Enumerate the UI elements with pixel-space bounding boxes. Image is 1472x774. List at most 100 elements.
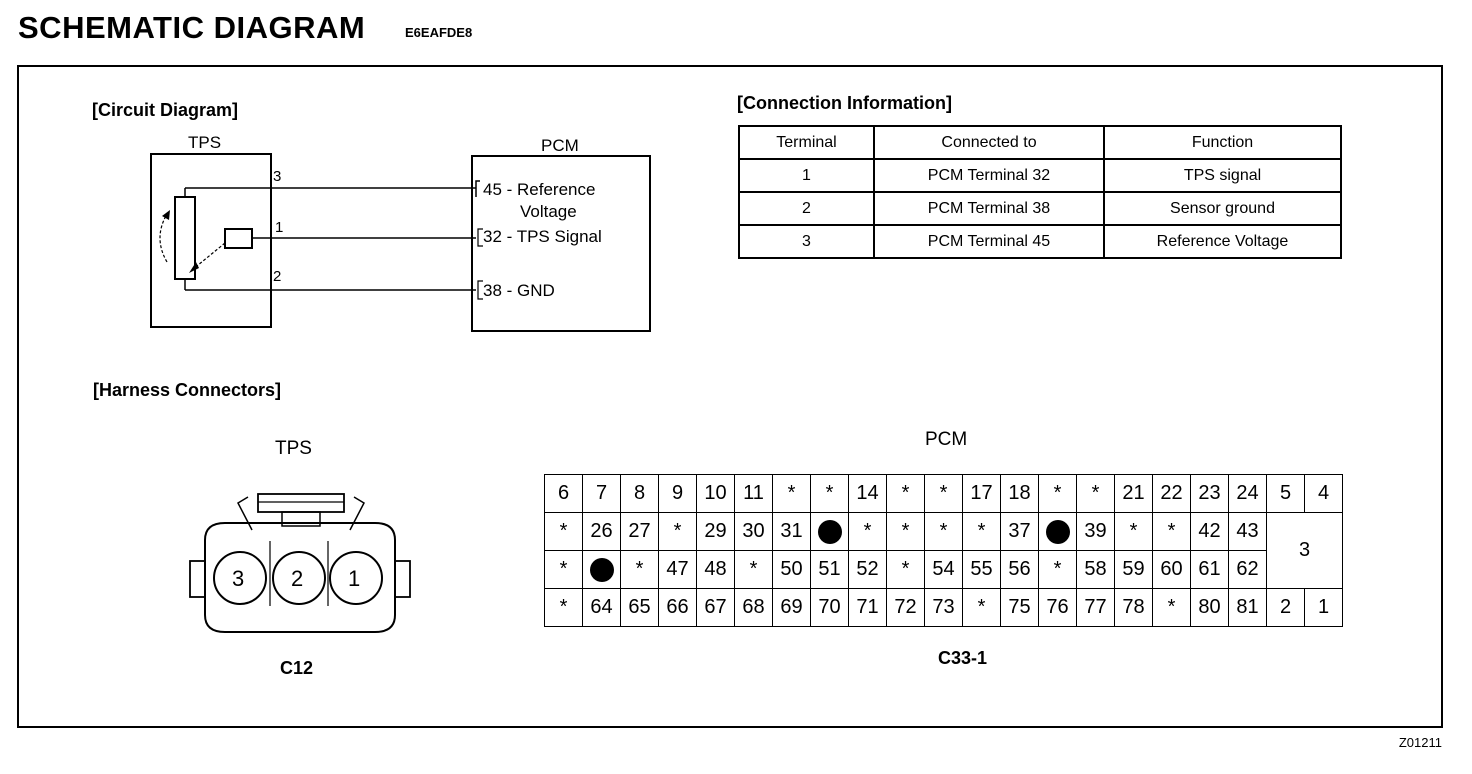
unused-pin-cell: * — [962, 588, 1001, 627]
pin-cell: 58 — [1076, 550, 1115, 589]
pcm-connector-id: C33-1 — [938, 648, 988, 668]
pin-cell: 68 — [734, 588, 773, 627]
pin-cell: 52 — [848, 550, 887, 589]
pin-cell: 24 — [1228, 474, 1267, 513]
pin-cell: 64 — [582, 588, 621, 627]
unused-pin-cell: * — [1038, 474, 1077, 513]
tps-connector-latch — [257, 493, 345, 513]
pin-cell: 26 — [582, 512, 621, 551]
pin-cell: 37 — [1000, 512, 1039, 551]
pin-cell: 61 — [1190, 550, 1229, 589]
unused-pin-cell: * — [1152, 588, 1191, 627]
unused-pin-cell: * — [810, 474, 849, 513]
pcm-pin-45-label: 45 - Reference — [483, 180, 596, 199]
tps-label: TPS — [188, 133, 222, 152]
pin-cell: 43 — [1228, 512, 1267, 551]
pcm-pin-32-label: 32 - TPS Signal — [483, 227, 602, 246]
pin-cell: 76 — [1038, 588, 1077, 627]
pcm-connector-label: PCM — [925, 429, 968, 450]
pin-cell: 50 — [772, 550, 811, 589]
pin-cell: 5 — [1266, 474, 1305, 513]
table-cell: 2 — [738, 191, 875, 226]
unused-pin-cell: * — [848, 512, 887, 551]
unused-pin-cell: * — [1038, 550, 1077, 589]
header-terminal: Terminal — [738, 125, 875, 160]
pin-cell: 78 — [1114, 588, 1153, 627]
pcm-label: PCM — [541, 136, 579, 155]
pin-cell: 80 — [1190, 588, 1229, 627]
unused-pin-cell: * — [924, 512, 963, 551]
tps-connector-label: TPS — [275, 438, 312, 459]
pin-cell: 10 — [696, 474, 735, 513]
pin-cell: 27 — [620, 512, 659, 551]
table-cell: PCM Terminal 32 — [873, 158, 1105, 193]
pin-cell: 30 — [734, 512, 773, 551]
pin-cell: 2 — [1266, 588, 1305, 627]
unused-pin-cell: * — [544, 588, 583, 627]
pin-cell: 6 — [544, 474, 583, 513]
tps-pin-3-number: 3 — [232, 566, 245, 591]
table-row: 2 PCM Terminal 38 Sensor ground — [738, 191, 1342, 226]
pin-cell: 73 — [924, 588, 963, 627]
pin-cell: 4 — [1304, 474, 1343, 513]
table-header-row: Terminal Connected to Function — [738, 125, 1342, 160]
wiper-arrow — [189, 262, 199, 273]
pin-cell: 1 — [1304, 588, 1343, 627]
tps-connector-id: C12 — [280, 658, 314, 678]
pin-cell: 22 — [1152, 474, 1191, 513]
unused-pin-cell: * — [1076, 474, 1115, 513]
pin-cell: 56 — [1000, 550, 1039, 589]
pin-cell: 9 — [658, 474, 697, 513]
pin-cell: 11 — [734, 474, 773, 513]
tps-pin-2-socket — [272, 551, 326, 605]
diagram-frame — [17, 65, 1443, 728]
unused-pin-cell: * — [886, 512, 925, 551]
table-cell: PCM Terminal 45 — [873, 224, 1105, 259]
figure-id: Z01211 — [1398, 735, 1442, 750]
pin-cell: 23 — [1190, 474, 1229, 513]
pin-cell: 39 — [1076, 512, 1115, 551]
pin-cell: 69 — [772, 588, 811, 627]
pin-cell: 47 — [658, 550, 697, 589]
tps-pin-2-number: 2 — [291, 566, 304, 591]
tps-connector-body — [204, 522, 396, 633]
circuit-section-label: [Circuit Diagram] — [92, 100, 239, 120]
table-row: 3 PCM Terminal 45 Reference Voltage — [738, 224, 1342, 259]
pin-cell: 29 — [696, 512, 735, 551]
unused-pin-cell: * — [544, 550, 583, 589]
pin-cell: 3 — [1266, 512, 1343, 589]
unused-pin-cell: * — [1152, 512, 1191, 551]
pin-cell: 72 — [886, 588, 925, 627]
unused-pin-cell: * — [962, 512, 1001, 551]
header-connected-to: Connected to — [873, 125, 1105, 160]
connection-table: Terminal Connected to Function 1 PCM Ter… — [738, 125, 1342, 259]
header-function: Function — [1103, 125, 1342, 160]
pin-cell: 77 — [1076, 588, 1115, 627]
unused-pin-cell: * — [772, 474, 811, 513]
pin-cell: 7 — [582, 474, 621, 513]
harness-section-label: [Harness Connectors] — [93, 380, 282, 400]
page-title: SCHEMATIC DIAGRAM — [18, 10, 366, 45]
table-cell: Reference Voltage — [1103, 224, 1342, 259]
pin-cell: 8 — [620, 474, 659, 513]
pin-cell: 62 — [1228, 550, 1267, 589]
pin-cell: 75 — [1000, 588, 1039, 627]
connection-section-label: [Connection Information] — [737, 93, 952, 113]
rotation-arrow — [159, 213, 168, 263]
pcm-box — [471, 155, 651, 332]
unused-pin-cell: * — [734, 550, 773, 589]
unused-pin-cell: * — [620, 550, 659, 589]
pin-cell: 65 — [620, 588, 659, 627]
document-code: E6EAFDE8 — [405, 25, 473, 40]
unused-pin-cell: * — [544, 512, 583, 551]
unused-pin-cell: * — [924, 474, 963, 513]
table-cell: 3 — [738, 224, 875, 259]
pin-cell: 67 — [696, 588, 735, 627]
plugged-pin-dot — [582, 550, 621, 589]
unused-pin-cell: * — [658, 512, 697, 551]
pin-cell: 31 — [772, 512, 811, 551]
